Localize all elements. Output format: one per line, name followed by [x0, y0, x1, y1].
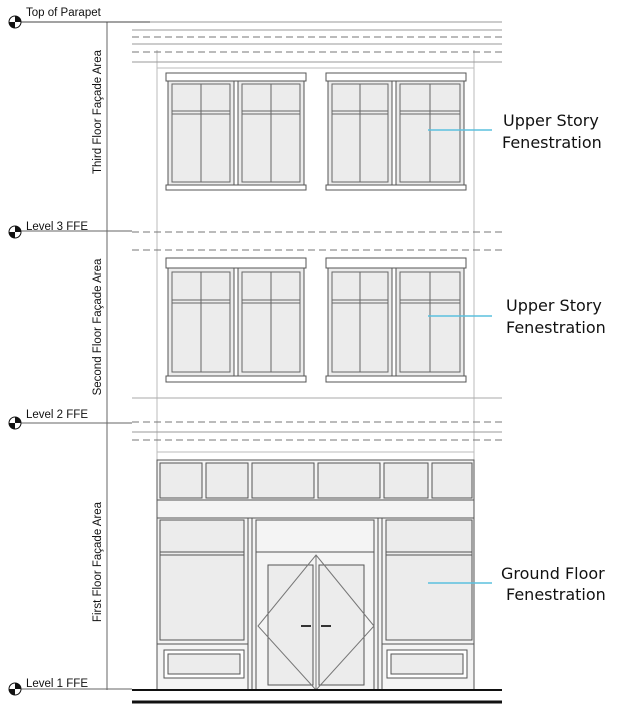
second-floor-mullions — [171, 271, 461, 373]
left-display-window — [159, 519, 245, 641]
right-display-window — [385, 519, 473, 641]
callout-upper-second-line1: Upper Story — [506, 296, 602, 315]
door-right — [318, 564, 365, 686]
area-label-third-floor: Third Floor Façade Area — [92, 49, 104, 174]
callout-upper-second-line2: Fenestration — [506, 318, 606, 337]
level-label-level3: Level 3 FFE — [26, 221, 88, 233]
third-floor-mullions — [171, 83, 461, 183]
window-pair-3-left — [165, 72, 307, 82]
callout-ground-line2: Fenestration — [506, 585, 606, 604]
storefront — [156, 459, 475, 691]
level-marker-level3 — [8, 225, 22, 239]
level-marker-parapet — [8, 15, 22, 29]
area-label-second-floor: Second Floor Façade Area — [92, 258, 104, 395]
callout-leaders — [428, 129, 492, 584]
building-structure — [132, 21, 502, 690]
level-label-level1: Level 1 FFE — [26, 678, 88, 690]
level-marker-level1 — [8, 682, 22, 696]
callout-upper-third-line2: Fenestration — [502, 133, 602, 152]
window-pair-3-right — [325, 72, 467, 82]
area-label-first-floor: First Floor Façade Area — [92, 501, 104, 622]
level-marker-level2 — [8, 416, 22, 430]
second-floor-windows — [165, 257, 467, 383]
level-label-level2: Level 2 FFE — [26, 409, 88, 421]
third-floor-windows — [165, 72, 467, 191]
callout-ground-line1: Ground Floor — [501, 564, 605, 583]
level-label-parapet: Top of Parapet — [26, 7, 102, 19]
callout-upper-third-line1: Upper Story — [503, 111, 599, 130]
dimension-lines — [15, 21, 150, 690]
